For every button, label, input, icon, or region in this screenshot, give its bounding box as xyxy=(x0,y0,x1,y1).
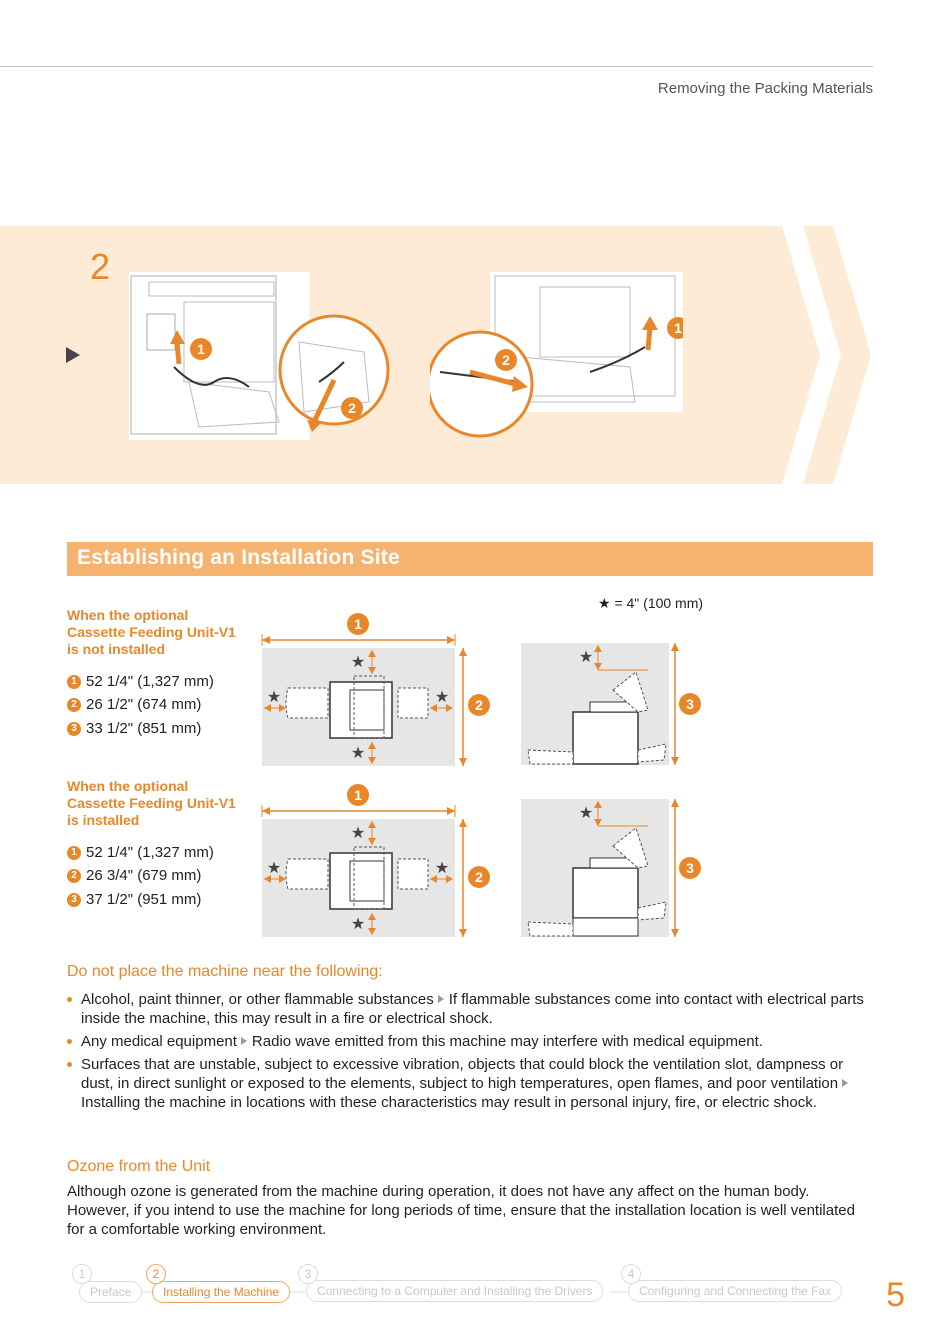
clearance-side-view-diagram: ★ xyxy=(521,643,679,765)
hazard-text: Alcohol, paint thinner, or other flammab… xyxy=(81,991,434,1008)
dimension-label-3: 3 xyxy=(679,693,701,715)
svg-text:★: ★ xyxy=(579,803,593,822)
svg-text:★: ★ xyxy=(351,823,365,842)
clearance-side-view-diagram-with-cassette: ★ xyxy=(521,799,679,937)
header-rule xyxy=(0,66,873,67)
svg-text:★: ★ xyxy=(435,687,449,706)
section-header-bar xyxy=(67,542,873,576)
arrow-right-icon xyxy=(240,1037,247,1045)
measurement-text: 26 3/4" (679 mm) xyxy=(86,867,202,884)
warning-list: Alcohol, paint thinner, or other flammab… xyxy=(67,990,875,1116)
svg-text:1: 1 xyxy=(674,320,682,336)
ozone-heading: Ozone from the Unit xyxy=(67,1158,211,1175)
measurement-row: 3 37 1/2" (951 mm) xyxy=(67,891,201,908)
svg-text:★: ★ xyxy=(435,858,449,877)
svg-text:2: 2 xyxy=(348,400,356,416)
nav-tab-preface[interactable]: Preface xyxy=(79,1281,143,1303)
hazard-text: Any medical equipment xyxy=(81,1033,237,1050)
warning-heading: Do not place the machine near the follow… xyxy=(67,963,383,980)
section-title: Establishing an Installation Site xyxy=(77,546,400,569)
measurement-text: 26 1/2" (674 mm) xyxy=(86,696,202,713)
heading-line: is not installed xyxy=(67,641,166,657)
page-header-title: Removing the Packing Materials xyxy=(657,80,873,97)
arrow-right-icon xyxy=(437,995,444,1003)
number-badge: 1 xyxy=(67,845,81,860)
nav-tab-number: 1 xyxy=(72,1264,92,1284)
number-badge: 2 xyxy=(67,868,81,883)
list-item: Surfaces that are unstable, subject to e… xyxy=(67,1055,875,1112)
number-badge: 1 xyxy=(67,674,81,689)
nav-tab-number: 3 xyxy=(298,1264,318,1284)
list-item: Alcohol, paint thinner, or other flammab… xyxy=(67,990,875,1028)
hazard-text: Surfaces that are unstable, subject to e… xyxy=(81,1056,844,1092)
nav-tab-number: 2 xyxy=(146,1264,166,1284)
dimension-label-2: 2 xyxy=(468,866,490,888)
number-badge: 2 xyxy=(67,697,81,712)
measurement-row: 2 26 1/2" (674 mm) xyxy=(67,696,201,713)
nav-tab-installing[interactable]: Installing the Machine xyxy=(152,1281,291,1303)
number-badge: 3 xyxy=(67,892,81,907)
nav-tab-number: 4 xyxy=(621,1264,641,1284)
svg-text:★: ★ xyxy=(267,687,281,706)
condition-heading-installed: When the optional Cassette Feeding Unit-… xyxy=(67,778,257,829)
measurement-text: 37 1/2" (951 mm) xyxy=(86,891,202,908)
step-number: 2 xyxy=(90,246,111,287)
consequence-text: If flammable substances come into contac… xyxy=(81,991,864,1027)
heading-line: is installed xyxy=(67,812,140,828)
measurement-row: 1 52 1/4" (1,327 mm) xyxy=(67,844,214,861)
heading-line: Cassette Feeding Unit-V1 xyxy=(67,795,236,811)
dimension-label-1: 1 xyxy=(347,613,369,635)
svg-text:★: ★ xyxy=(579,647,593,666)
star-legend: ★ = 4" (100 mm) xyxy=(598,595,704,611)
svg-text:2: 2 xyxy=(502,352,510,368)
dimension-label-1: 1 xyxy=(347,784,369,806)
number-badge: 3 xyxy=(67,721,81,736)
svg-text:1: 1 xyxy=(197,341,205,357)
clearance-top-view-diagram: ★ ★ ★ ★ xyxy=(261,634,467,766)
consequence-text: Installing the machine in locations with… xyxy=(81,1094,817,1111)
clearance-top-view-diagram-with-cassette: ★ ★ ★ ★ xyxy=(261,805,467,937)
heading-line: Cassette Feeding Unit-V1 xyxy=(67,624,236,640)
ozone-body: Although ozone is generated from the mac… xyxy=(67,1183,855,1238)
consequence-text: Radio wave emitted from this machine may… xyxy=(251,1033,763,1050)
svg-text:★: ★ xyxy=(351,914,365,933)
heading-line: When the optional xyxy=(67,778,189,794)
svg-text:★: ★ xyxy=(351,652,365,671)
measurement-row: 1 52 1/4" (1,327 mm) xyxy=(67,673,214,690)
measurement-text: 33 1/2" (851 mm) xyxy=(86,720,202,737)
measurement-row: 2 26 3/4" (679 mm) xyxy=(67,867,201,884)
arrow-right-icon xyxy=(842,1079,849,1087)
nav-tab-fax[interactable]: Configuring and Connecting the Fax xyxy=(628,1280,843,1302)
measurement-text: 52 1/4" (1,327 mm) xyxy=(86,673,214,690)
nav-tab-connecting[interactable]: Connecting to a Computer and Installing … xyxy=(306,1280,604,1302)
cable-removal-illustration-left: 1 2 xyxy=(129,272,394,440)
dimension-label-2: 2 xyxy=(468,694,490,716)
dimension-label-3: 3 xyxy=(679,857,701,879)
heading-line: When the optional xyxy=(67,607,189,623)
svg-text:★: ★ xyxy=(351,743,365,762)
cable-removal-illustration-right: 1 2 xyxy=(430,272,683,440)
page-number: 5 xyxy=(886,1276,905,1314)
measurement-row: 3 33 1/2" (851 mm) xyxy=(67,720,201,737)
step-arrow-icon xyxy=(66,347,80,363)
measurement-text: 52 1/4" (1,327 mm) xyxy=(86,844,214,861)
list-item: Any medical equipment Radio wave emitted … xyxy=(67,1032,875,1051)
svg-text:★: ★ xyxy=(267,858,281,877)
condition-heading-not-installed: When the optional Cassette Feeding Unit-… xyxy=(67,607,257,658)
